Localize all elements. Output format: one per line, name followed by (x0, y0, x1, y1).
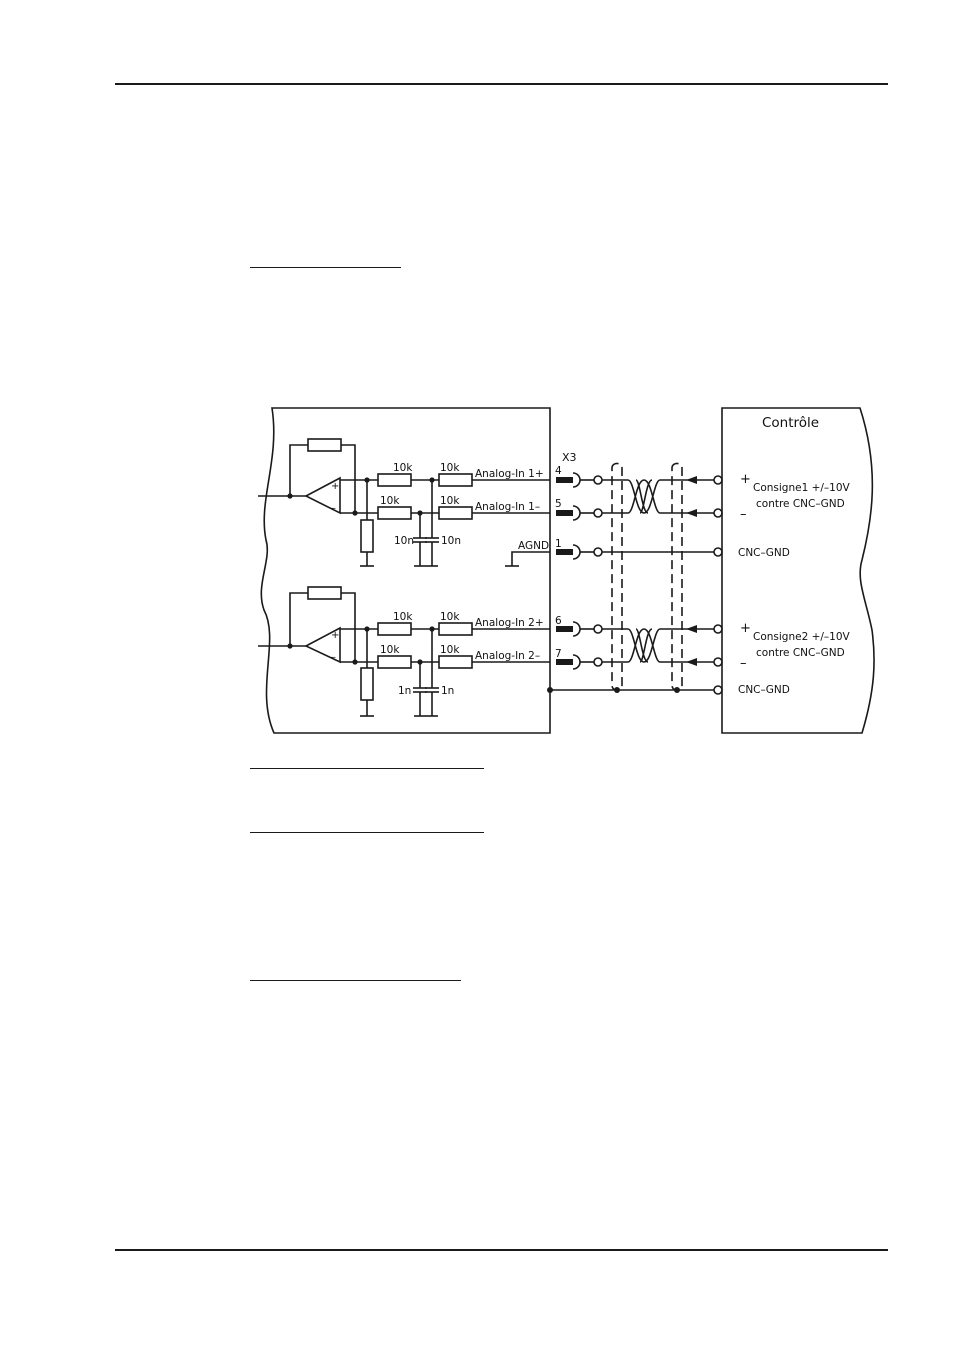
signal-label-analog-in-2-plus: Analog-In 2+ (475, 617, 544, 629)
control-title: Contrôle (762, 415, 819, 431)
cable-shield-right (671, 462, 683, 692)
heading-underline-1 (250, 267, 401, 268)
resistor-label: 10k (393, 462, 413, 474)
opamp-1-plus: + (331, 481, 339, 492)
feedback-resistor-1 (307, 438, 342, 452)
resistor-label: 10k (380, 495, 400, 507)
control-box (721, 407, 875, 734)
setpoint2-plus: + (740, 621, 751, 636)
cable-shield-left (611, 462, 623, 692)
resistor-label: 10k (393, 611, 413, 623)
pin-number: 7 (555, 648, 562, 660)
heading-underline-2 (250, 768, 484, 769)
setpoint1-minus: – (740, 507, 747, 522)
resistor-label: 10k (440, 495, 460, 507)
opamp-2 (304, 626, 341, 664)
signal-label-analog-in-1-plus: Analog-In 1+ (475, 468, 544, 480)
resistor-label: 10k (440, 644, 460, 656)
capacitor-label: 1n (441, 685, 454, 697)
setpoint1-ref: contre CNC–GND (756, 498, 845, 510)
setpoint1-label: Consigne1 +/–10V (753, 482, 851, 494)
header-rule (115, 83, 888, 85)
heading-underline-3 (250, 832, 484, 833)
feedback-resistor-2 (307, 586, 342, 600)
signal-label-analog-in-2-minus: Analog-In 2– (475, 650, 540, 662)
device-box (260, 407, 551, 734)
setpoint1-plus: + (740, 472, 751, 487)
opamp-2-minus: – (331, 652, 336, 663)
pin-number: 4 (555, 465, 562, 477)
resistor-label: 10k (440, 611, 460, 623)
opamp-1 (304, 476, 341, 515)
heading-underline-4 (250, 980, 461, 981)
pin-number: 5 (555, 498, 562, 510)
gnd1-label: CNC–GND (738, 547, 790, 559)
twisted-pair-1 (627, 479, 661, 514)
resistor-label: 10k (440, 462, 460, 474)
opamp-2-plus: + (331, 630, 339, 641)
setpoint2-minus: – (740, 656, 747, 671)
opamp-1-minus: – (331, 503, 336, 514)
gnd2-label: CNC–GND (738, 684, 790, 696)
pin-number: 1 (555, 538, 562, 550)
signal-label-agnd: AGND (518, 540, 549, 552)
capacitor-label: 1n (398, 685, 411, 697)
setpoint2-label: Consigne2 +/–10V (753, 631, 851, 643)
signal-label-analog-in-1-minus: Analog-In 1– (475, 501, 540, 513)
capacitor-label: 10n (394, 535, 414, 547)
resistor-label: 10k (380, 644, 400, 656)
capacitor-label: 10n (441, 535, 461, 547)
footer-rule (115, 1249, 888, 1251)
setpoint2-ref: contre CNC–GND (756, 647, 845, 659)
connector-name: X3 (562, 451, 577, 464)
pin-number: 6 (555, 615, 562, 627)
twisted-pair-2 (627, 628, 661, 663)
